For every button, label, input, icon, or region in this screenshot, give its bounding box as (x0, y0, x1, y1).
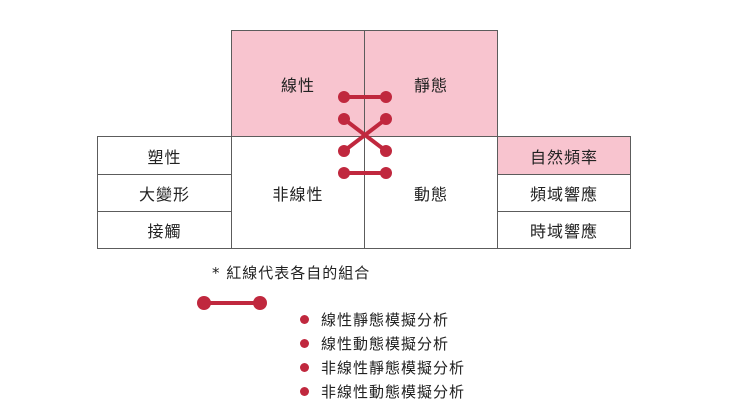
natural-frequency-label: 自然頻率 (529, 147, 598, 167)
bullet-icon (300, 386, 309, 396)
bullet-icon (300, 338, 309, 348)
list-item: 線性靜態模擬分析 (300, 307, 465, 331)
list-item: 非線性靜態模擬分析 (300, 355, 465, 379)
linear-cell: 線性 (231, 30, 365, 137)
dynamic-cell: 動態 (364, 136, 498, 249)
legend-note: * 紅線代表各自的組合 (212, 264, 371, 282)
combination-label: 非線性靜態模擬分析 (321, 358, 466, 377)
plasticity-label: 塑性 (147, 147, 182, 167)
frequency-response-cell: 頻域響應 (497, 174, 631, 212)
large-deformation-cell: 大變形 (97, 174, 232, 212)
natural-frequency-cell: 自然頻率 (497, 136, 631, 175)
bullet-icon (300, 362, 309, 372)
static-cell: 靜態 (364, 30, 498, 137)
nonlinear-label: 非線性 (272, 184, 324, 204)
combination-label: 線性動態模擬分析 (321, 334, 450, 353)
contact-cell: 接觸 (97, 211, 232, 249)
time-response-cell: 時域響應 (497, 211, 631, 249)
combination-label: 非線性動態模擬分析 (321, 382, 466, 401)
time-response-label: 時域響應 (529, 222, 598, 241)
plasticity-cell: 塑性 (97, 136, 232, 175)
nonlinear-cell: 非線性 (231, 136, 365, 249)
bullet-icon (300, 314, 309, 324)
contact-label: 接觸 (147, 222, 182, 241)
linear-label: 線性 (280, 75, 315, 95)
legend-connector-icon (197, 296, 267, 310)
combination-label: 線性靜態模擬分析 (321, 310, 450, 329)
combination-list: 線性靜態模擬分析 線性動態模擬分析 非線性靜態模擬分析 非線性動態模擬分析 (300, 307, 465, 403)
large-deformation-label: 大變形 (138, 185, 190, 204)
frequency-response-label: 頻域響應 (529, 185, 598, 204)
static-label: 靜態 (413, 75, 448, 95)
list-item: 線性動態模擬分析 (300, 331, 465, 355)
list-item: 非線性動態模擬分析 (300, 379, 465, 403)
dynamic-label: 動態 (413, 184, 448, 204)
